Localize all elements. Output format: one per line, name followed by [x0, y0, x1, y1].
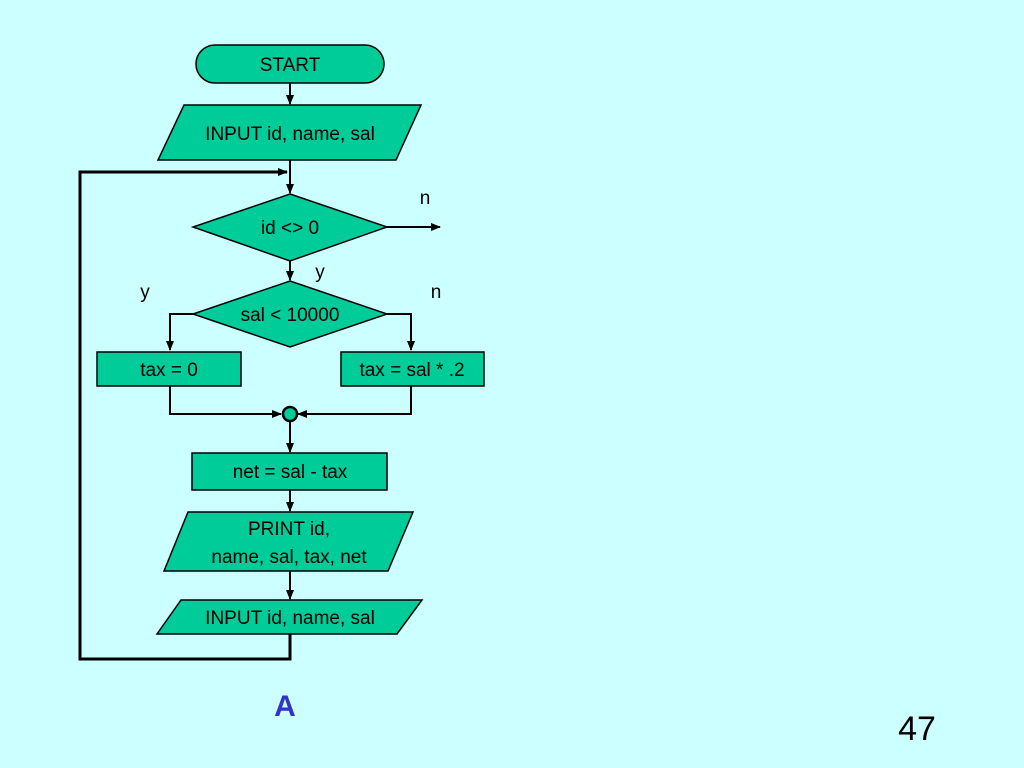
input-first-parallelogram [156, 104, 423, 161]
decision-id-no-label: n [420, 188, 431, 209]
loop-back-line [78, 168, 292, 661]
net-label: net = sal - tax [233, 462, 348, 483]
decision-id-yes-label: y [315, 262, 325, 283]
print-label-line1: PRINT id, [248, 519, 330, 540]
decision-sal-yes-label: y [140, 282, 150, 303]
net-box [191, 452, 388, 491]
tax-calc-label: tax = sal * .2 [359, 360, 464, 381]
tax-calc-box [340, 351, 485, 387]
decision-sal-label: sal < 10000 [241, 305, 340, 326]
junction-connector [281, 405, 299, 423]
start-terminator [195, 44, 385, 84]
decision-id-label: id <> 0 [261, 218, 319, 239]
arrow-taxzero-to-junction [169, 386, 282, 418]
input-first-label: INPUT id, name, sal [205, 124, 375, 145]
start-label: START [260, 55, 321, 76]
input-next-parallelogram [155, 599, 424, 635]
tax-zero-label: tax = 0 [140, 360, 198, 381]
arrow-taxcalc-to-junction [297, 386, 412, 418]
connectors [78, 83, 441, 661]
arrow-sal-no-branch [385, 313, 415, 351]
input-next-label: INPUT id, name, sal [205, 608, 375, 629]
tax-zero-box [96, 351, 242, 387]
decision-id-diamond [190, 193, 390, 262]
arrow-sal-yes-branch [166, 313, 195, 351]
figure-caption: A [274, 690, 296, 723]
decision-sal-diamond [190, 280, 390, 348]
print-parallelogram [162, 511, 415, 572]
page-number: 47 [898, 710, 936, 748]
decision-sal-no-label: n [431, 282, 442, 303]
print-label-line2: name, sal, tax, net [211, 547, 367, 568]
